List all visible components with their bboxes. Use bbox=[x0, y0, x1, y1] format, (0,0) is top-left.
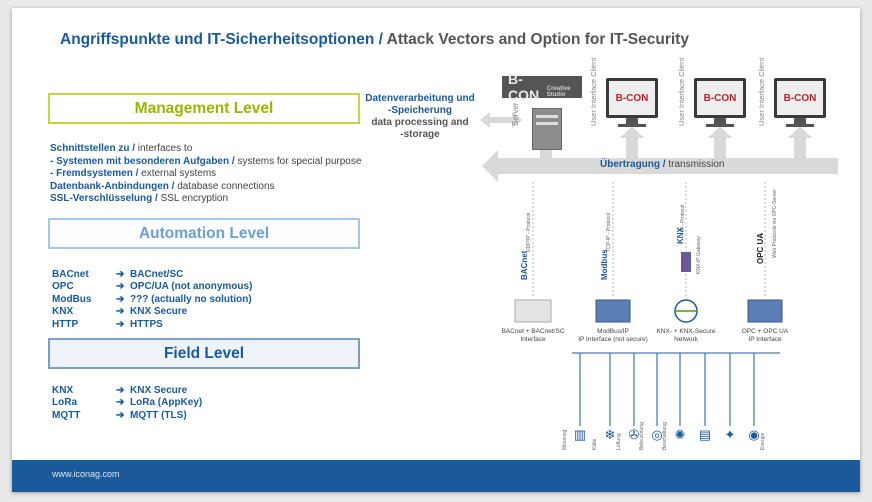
knx-network-icon bbox=[674, 299, 698, 323]
sensor-label: Messung bbox=[562, 429, 568, 450]
protocol-row: OPC➔OPC/UA (not anonymous) bbox=[52, 281, 253, 293]
protocol-row: LoRa➔LoRa (AppKey) bbox=[52, 397, 203, 409]
data-processing-label: Datenverarbeitung und -Speicherung data … bbox=[365, 93, 475, 140]
server-label: Server bbox=[511, 102, 520, 126]
protocol-row: HTTP➔HTTPS bbox=[52, 318, 163, 330]
mgmt-line: SSL-Verschlüsselung / SSL encryption bbox=[50, 193, 229, 205]
knx-logo: KNX bbox=[676, 227, 685, 244]
double-arrow bbox=[480, 112, 522, 128]
server-icon bbox=[532, 108, 562, 150]
device-links bbox=[532, 182, 766, 298]
air-icon: ◎ bbox=[651, 427, 663, 442]
bacnet-protocol-label: UDP/IP - Protocol bbox=[526, 212, 532, 252]
modbus-device bbox=[595, 299, 631, 323]
knx-gateway-icon bbox=[681, 252, 691, 272]
bacnet-device bbox=[514, 299, 552, 323]
sensor-label: Beschattung bbox=[662, 422, 668, 450]
up-arrows bbox=[534, 126, 812, 158]
footer-url: www.iconag.com bbox=[52, 469, 120, 479]
sensor-label: Kälte bbox=[592, 438, 598, 450]
protocol-row: MQTT➔MQTT (TLS) bbox=[52, 409, 187, 421]
ui-client-label: User Interface Client bbox=[677, 57, 686, 126]
sensor-label: Beleuchtung bbox=[639, 422, 645, 450]
transmission-label: Übertragung / transmission bbox=[600, 159, 725, 170]
slide: Angriffspunkte und IT-Sicherheitsoptione… bbox=[12, 8, 860, 492]
footer-bar: www.iconag.com bbox=[12, 460, 860, 492]
energy-icon: ✦ bbox=[724, 427, 736, 442]
lighting-icon: ✺ bbox=[674, 427, 686, 442]
protocol-row: KNX➔KNX Secure bbox=[52, 385, 188, 396]
field-level-label: Field Level bbox=[163, 344, 245, 362]
client-monitor: B-CON bbox=[774, 78, 826, 127]
management-level-box: Management Level bbox=[48, 93, 360, 124]
bacnet-logo: BACnet bbox=[520, 250, 529, 280]
automation-level-label: Automation Level bbox=[138, 224, 270, 242]
modbus-protocol-label: TCP-IP - Protocol bbox=[606, 212, 612, 252]
automation-level-box: Automation Level bbox=[48, 218, 360, 249]
cooling-icon: ❄ bbox=[604, 427, 616, 442]
monitoring-icon: ◉ bbox=[748, 427, 760, 442]
metering-icon: ▥ bbox=[573, 427, 587, 442]
ui-client-label: User Interface Client bbox=[757, 57, 766, 126]
ui-client-label: User Interface Client bbox=[589, 57, 598, 126]
management-text: Schnittstellen zu / interfaces to - Syst… bbox=[50, 143, 361, 206]
network-diagram bbox=[480, 112, 838, 426]
sensor-label: Lüftung bbox=[616, 433, 622, 450]
ventilation-icon: ✇ bbox=[628, 427, 640, 442]
transmission-arrow bbox=[482, 150, 838, 182]
slide-title: Angriffspunkte und IT-Sicherheitsoptione… bbox=[60, 31, 689, 48]
opc-ua-logo: OPC UA bbox=[756, 232, 765, 264]
management-level-label: Management Level bbox=[134, 99, 274, 117]
mgmt-line: - Fremdsystemen / external systems bbox=[50, 168, 217, 180]
protocol-row: BACnet➔BACnet/SC bbox=[52, 269, 184, 280]
protocol-row: KNX➔KNX Secure bbox=[52, 306, 188, 318]
knx-gateway-label: KNX-IP Gateway bbox=[696, 236, 702, 274]
sensor-label: Energie bbox=[760, 432, 766, 450]
mgmt-line: Datenbank-Anbindungen / database connect… bbox=[50, 180, 275, 192]
opc-device bbox=[747, 299, 783, 323]
field-protocols: KNX➔KNX Secure LoRa➔LoRa (AppKey) MQTT➔M… bbox=[52, 385, 202, 422]
mgmt-line: Schnittstellen zu / interfaces to bbox=[50, 143, 193, 154]
protocol-row: ModBus➔??? (actually no solution) bbox=[52, 293, 252, 305]
field-level-box: Field Level bbox=[48, 338, 360, 369]
client-monitor: B-CON bbox=[694, 78, 746, 127]
shading-icon: ▤ bbox=[698, 427, 712, 442]
sensor-links bbox=[579, 353, 755, 426]
mgmt-line: - Systemen mit besonderen Aufgaben / sys… bbox=[50, 155, 362, 167]
opc-protocol-label: Web Protocols via OPC-Server bbox=[772, 189, 778, 258]
modbus-logo: Modbus bbox=[600, 249, 609, 280]
client-monitor: B-CON bbox=[606, 78, 658, 127]
automation-protocols: BACnet➔BACnet/SC OPC➔OPC/UA (not anonymo… bbox=[52, 269, 252, 331]
